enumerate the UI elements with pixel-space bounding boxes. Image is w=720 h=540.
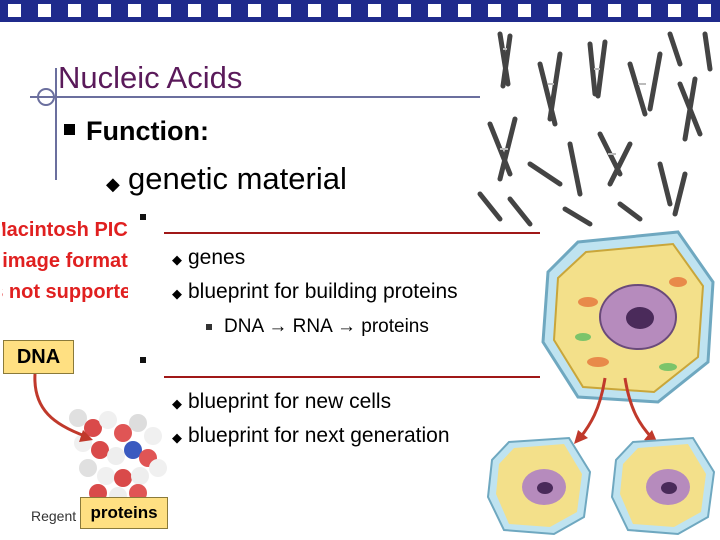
square-bullet-icon	[64, 124, 75, 135]
proteins-label-box: proteins	[80, 497, 168, 529]
top-bar-square	[308, 4, 321, 17]
flow-dna-rna-proteins: DNA → RNA → proteins	[224, 316, 429, 338]
top-bar-square	[668, 4, 681, 17]
bullet-blueprint-cells: blueprint for new cells	[188, 390, 392, 413]
flow-rna: RNA	[292, 316, 332, 337]
top-bar-square	[68, 4, 81, 17]
top-bar-square	[548, 4, 561, 17]
crosshair-line	[30, 96, 60, 98]
top-bar-square	[698, 4, 711, 17]
fill-in-blank-2	[164, 376, 540, 378]
top-bar-square	[218, 4, 231, 17]
flow-dna: DNA	[224, 316, 264, 337]
square-bullet-icon	[140, 357, 146, 363]
fill-in-blank-1	[164, 232, 540, 234]
arrow-icon: →	[337, 316, 356, 337]
arrow-icon: →	[268, 316, 288, 337]
diamond-bullet-icon: ◆	[172, 286, 182, 301]
top-bar-square	[338, 4, 351, 17]
top-bar-square	[638, 4, 651, 17]
top-bar-square	[368, 4, 381, 17]
cell-image-large	[541, 230, 715, 404]
top-bar-square	[428, 4, 441, 17]
top-bar-square	[578, 4, 591, 17]
diamond-bullet-icon: ◆	[172, 430, 182, 445]
placeholder-line-3: is not supported	[2, 281, 128, 303]
top-bar-square	[128, 4, 141, 17]
top-bar-square	[38, 4, 51, 17]
square-bullet-icon	[206, 324, 212, 330]
top-bar-square	[488, 4, 501, 17]
bullet-blueprint-generation: blueprint for next generation	[188, 424, 450, 447]
top-bar-square	[188, 4, 201, 17]
top-bar-square	[518, 4, 531, 17]
diamond-bullet-icon: ◆	[172, 252, 182, 267]
top-bar-square	[608, 4, 621, 17]
unsupported-image-placeholder: Macintosh PICT image format is not suppo…	[0, 212, 143, 308]
diamond-bullet-icon: ◆	[106, 174, 120, 194]
top-bar	[0, 0, 720, 22]
flow-proteins: proteins	[361, 316, 429, 337]
slide-title: Nucleic Acids	[58, 60, 243, 95]
placeholder-line-1: Macintosh PICT	[2, 219, 128, 241]
chromosomes-image	[477, 31, 713, 227]
top-bar-square	[458, 4, 471, 17]
bullet-blueprint-proteins: blueprint for building proteins	[188, 280, 458, 303]
square-bullet-icon	[140, 214, 146, 220]
cell-image-small-right	[610, 436, 716, 536]
cell-image-small-left	[486, 436, 592, 536]
placeholder-line-2: image format	[2, 250, 128, 272]
dna-label-box: DNA	[3, 340, 74, 374]
top-bar-square	[158, 4, 171, 17]
top-bar-square	[398, 4, 411, 17]
bullet-genes: genes	[188, 246, 246, 269]
bullet-function: Function:	[86, 116, 209, 146]
title-underline	[42, 96, 480, 98]
diamond-bullet-icon: ◆	[172, 396, 182, 411]
top-bar-square	[98, 4, 111, 17]
dna-to-protein-arrow	[33, 373, 93, 442]
top-bar-square	[8, 4, 21, 17]
top-bar-square	[278, 4, 291, 17]
bullet-genetic-material: genetic material	[128, 161, 347, 196]
title-vertical-rule	[55, 68, 57, 180]
footer-text: Regent	[31, 508, 77, 524]
top-bar-square	[248, 4, 261, 17]
